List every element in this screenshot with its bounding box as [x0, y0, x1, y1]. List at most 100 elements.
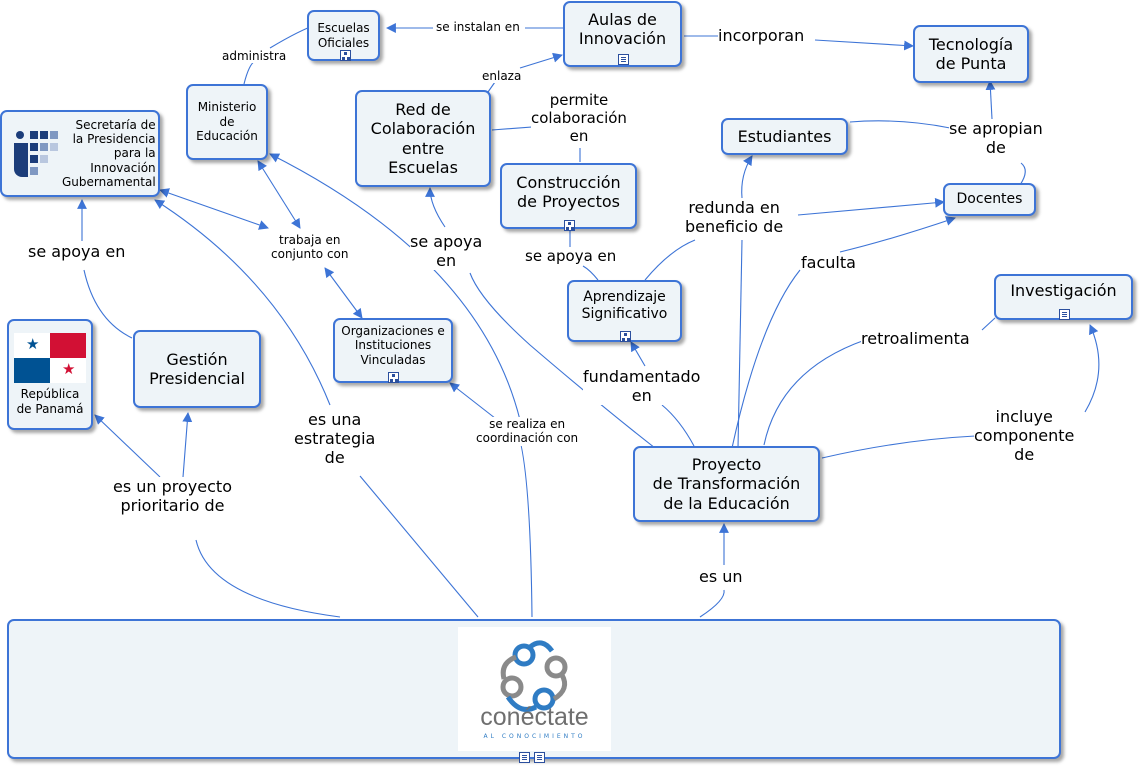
panama-flag-icon: ★ ★ — [14, 333, 86, 384]
link-label: redunda en beneficio de — [685, 198, 784, 237]
logo-wordmark: conéctate — [480, 703, 589, 731]
concept-map-icon[interactable] — [388, 372, 399, 383]
link-label: trabaja en conjunto con — [271, 233, 349, 262]
node-label: Docentes — [956, 191, 1023, 208]
link-label: fundamentado en — [583, 367, 701, 406]
concept-map-icon[interactable] — [340, 50, 351, 61]
link-line — [1019, 162, 1026, 186]
node-proyecto[interactable]: Proyecto de Transformación de la Educaci… — [633, 446, 820, 522]
node-estudiantes[interactable]: Estudiantes — [721, 118, 848, 155]
link-label: es un proyecto prioritario de — [113, 477, 232, 516]
node-label: Investigación — [1010, 281, 1117, 301]
link-label: se apropian de — [949, 119, 1043, 158]
node-label: Aulas de Innovación — [578, 9, 667, 48]
link-line — [182, 412, 193, 478]
link-line — [324, 267, 363, 319]
node-investigacion[interactable]: Investigación — [994, 274, 1133, 320]
node-aprendizaje[interactable]: Aprendizaje Significativo — [567, 280, 682, 342]
link-line — [981, 317, 996, 331]
link-line — [814, 39, 914, 51]
link-line — [731, 269, 801, 449]
link-label: se apoya en — [525, 247, 617, 265]
node-label: Gestión Presidencial — [149, 349, 245, 388]
document-icon[interactable] — [534, 752, 545, 763]
link-line — [644, 239, 696, 281]
link-line — [269, 153, 521, 421]
node-label: Ministerio de Educación — [196, 100, 258, 144]
link-line — [425, 187, 446, 228]
link-line — [449, 382, 501, 423]
link-line — [195, 539, 341, 618]
link-line — [839, 216, 956, 253]
node-tecnologia-punta[interactable]: Tecnología de Punta — [913, 25, 1029, 83]
node-construccion[interactable]: Construcción de Proyectos — [500, 163, 637, 231]
link-line — [985, 80, 996, 120]
link-line — [797, 197, 945, 216]
link-line — [83, 269, 133, 339]
link-line — [159, 188, 269, 230]
node-secretaria[interactable]: Secretaría de la Presidencia para la Inn… — [0, 110, 160, 197]
node-organizaciones[interactable]: Organizaciones e Instituciones Vinculada… — [333, 318, 453, 383]
node-ministerio[interactable]: Ministerio de Educación — [186, 84, 268, 160]
link-label: incorporan — [718, 26, 805, 46]
node-label: Tecnología de Punta — [928, 34, 1014, 73]
link-label: se instalan en — [436, 20, 520, 35]
link-label: permite colaboración en — [531, 91, 627, 145]
logo-tagline: AL CONOCIMIENTO — [483, 733, 586, 740]
link-label: se realiza en coordinación con — [476, 417, 579, 446]
node-conectate[interactable]: conéctate AL CONOCIMIENTO — [7, 619, 1061, 763]
link-label: es una estrategia de — [294, 410, 376, 468]
node-label: Secretaría de la Presidencia para la Inn… — [62, 117, 156, 190]
link-line — [509, 419, 533, 618]
conectate-logo-icon — [500, 640, 568, 712]
link-line — [630, 341, 646, 367]
node-label: Red de Colaboración entre Escuelas — [370, 100, 476, 177]
node-docentes[interactable]: Docentes — [943, 183, 1036, 216]
node-escuelas-oficiales[interactable]: Escuelas Oficiales — [307, 10, 380, 61]
node-label: Escuelas Oficiales — [317, 21, 370, 50]
link-line — [737, 239, 743, 449]
node-gestion[interactable]: Gestión Presidencial — [133, 330, 261, 408]
node-label: Aprendizaje Significativo — [581, 289, 668, 322]
link-line — [469, 272, 656, 449]
link-label: se apoya en — [28, 242, 126, 262]
link-label: faculta — [801, 253, 856, 273]
link-line — [699, 589, 725, 618]
node-label: República de Panamá — [16, 387, 84, 416]
node-republica[interactable]: ★ ★ República de Panamá — [7, 319, 93, 430]
link-line — [519, 52, 563, 69]
node-label: Construcción de Proyectos — [516, 172, 621, 211]
link-label: administra — [222, 49, 287, 64]
link-line — [257, 160, 301, 229]
link-label: enlaza — [482, 69, 522, 84]
node-label: Organizaciones e Instituciones Vinculada… — [341, 323, 445, 367]
link-line — [359, 475, 479, 618]
link-line — [661, 404, 695, 447]
document-icon[interactable] — [1059, 309, 1070, 320]
link-line — [821, 435, 976, 459]
link-line — [154, 199, 331, 406]
concept-map-icon[interactable] — [620, 331, 631, 342]
link-line — [849, 120, 951, 129]
node-red-colaboracion[interactable]: Red de Colaboración entre Escuelas — [355, 90, 491, 187]
link-line — [487, 81, 496, 93]
secretaria-logo-icon — [10, 129, 62, 179]
link-line — [582, 265, 599, 281]
link-line — [741, 155, 753, 199]
document-icon[interactable] — [519, 752, 530, 763]
link-line — [243, 59, 259, 85]
link-line — [1084, 324, 1100, 413]
link-line — [763, 339, 866, 446]
link-label: incluye componente de — [974, 407, 1075, 465]
node-label: Estudiantes — [737, 126, 832, 146]
link-label: es un — [699, 567, 743, 587]
link-label: retroalimenta — [861, 329, 970, 349]
document-icon[interactable] — [618, 54, 629, 65]
concept-map-icon[interactable] — [564, 220, 575, 231]
conectate-logo: conéctate AL CONOCIMIENTO — [458, 627, 611, 751]
node-aulas-innovacion[interactable]: Aulas de Innovación — [563, 1, 682, 67]
node-label: Proyecto de Transformación de la Educaci… — [652, 455, 801, 513]
link-line — [94, 414, 161, 478]
link-label: se apoya en — [410, 232, 483, 271]
